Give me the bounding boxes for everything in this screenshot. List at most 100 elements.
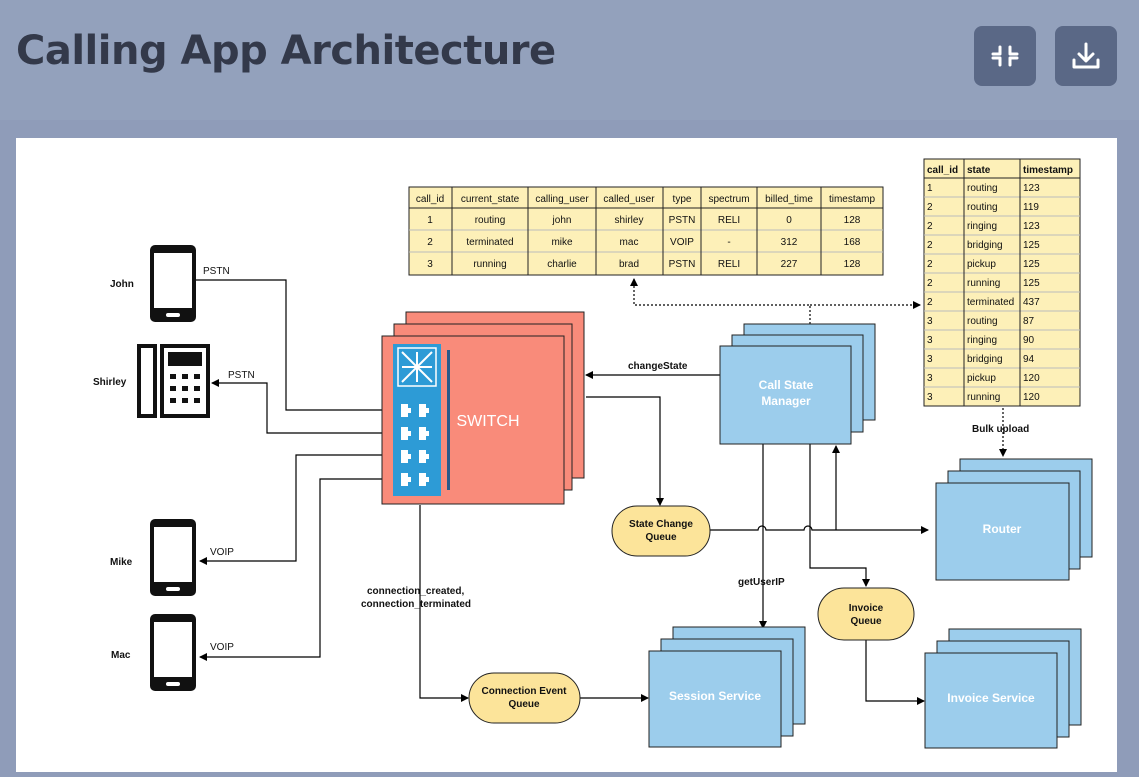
- diagram-canvas: call_id current_state calling_user calle…: [16, 138, 1117, 772]
- calls-cell: 312: [781, 237, 798, 248]
- call-state-to-calls-table-dotted: [630, 278, 811, 324]
- calls-cell: RELI: [718, 215, 740, 226]
- state-cell: 1: [927, 183, 933, 194]
- calls-cell: routing: [475, 215, 506, 226]
- calls-cell: PSTN: [669, 215, 696, 226]
- state-cell: 87: [1023, 316, 1035, 327]
- state-cell: routing: [967, 183, 998, 194]
- state-cell: 2: [927, 297, 933, 308]
- state-cell: 120: [1023, 373, 1040, 384]
- shirley-connector: [211, 379, 398, 434]
- state-change-queue-label: State Change: [629, 519, 693, 530]
- user-label-john: John: [110, 279, 134, 290]
- switch-crossbar-icon: [397, 347, 437, 387]
- session-service-label: Session Service: [669, 689, 761, 703]
- calls-cell: mike: [551, 237, 573, 248]
- calls-cell: shirley: [615, 215, 644, 226]
- state-cell: bridging: [967, 240, 1003, 251]
- collapse-icon: [991, 45, 1019, 67]
- voip-label: VOIP: [210, 547, 234, 558]
- calls-cell: mac: [620, 237, 639, 248]
- invoice-queue-to-service-arrow: [865, 640, 925, 705]
- state-change-queue: State Change Queue: [611, 505, 711, 557]
- calls-cell: 1: [427, 215, 433, 226]
- switch-node: SWITCH: [381, 311, 585, 505]
- state-cell: 2: [927, 278, 933, 289]
- state-change-queue-label: Queue: [645, 532, 677, 543]
- call-state-manager-label: Manager: [761, 394, 811, 408]
- state-header-cell: state: [967, 165, 991, 176]
- calls-header-cell: called_user: [603, 194, 655, 205]
- header-bar: Calling App Architecture: [0, 0, 1139, 120]
- state-cell: 3: [927, 354, 933, 365]
- user-label-shirley: Shirley: [93, 377, 127, 388]
- calls-cell: 2: [427, 237, 433, 248]
- calls-cell: terminated: [466, 237, 513, 248]
- state-queue-to-router-arrow: [710, 525, 929, 534]
- connection-event-queue: Connection Event Queue: [468, 672, 581, 724]
- state-header-cell: call_id: [927, 165, 958, 176]
- state-cell: 120: [1023, 392, 1040, 403]
- state-cell: 3: [927, 335, 933, 346]
- download-button[interactable]: [1055, 26, 1117, 86]
- state-cell: ringing: [967, 335, 997, 346]
- pstn-label: PSTN: [203, 266, 230, 277]
- calls-cell: PSTN: [669, 259, 696, 270]
- state-cell: pickup: [967, 373, 996, 384]
- state-cell: 123: [1023, 221, 1040, 232]
- collapse-button[interactable]: [974, 26, 1036, 86]
- get-user-ip-label: getUserIP: [738, 577, 785, 588]
- switch-port-icons: [401, 404, 429, 486]
- calls-table: call_id current_state calling_user calle…: [408, 186, 884, 276]
- state-cell: 3: [927, 373, 933, 384]
- calls-header-cell: type: [673, 194, 692, 205]
- john-connector: [196, 279, 393, 414]
- calls-header-cell: timestamp: [829, 194, 876, 205]
- pstn-label: PSTN: [228, 370, 255, 381]
- calls-header-cell: call_id: [416, 194, 444, 205]
- invoice-service-node: Invoice Service: [924, 628, 1082, 749]
- state-table: call_id state timestamp 1 routing 123 2 …: [923, 158, 1081, 407]
- calls-header-cell: calling_user: [535, 194, 589, 205]
- state-cell: 3: [927, 316, 933, 327]
- state-cell: 94: [1023, 354, 1035, 365]
- invoice-service-label: Invoice Service: [947, 691, 1035, 705]
- calls-cell: 128: [844, 259, 861, 270]
- state-cell: bridging: [967, 354, 1003, 365]
- user-label-mike: Mike: [110, 557, 133, 568]
- call-state-manager-node: Call State Manager: [719, 323, 876, 445]
- call-state-to-invoice-queue-arrow: [809, 444, 870, 587]
- connection-events-label: connection_terminated: [361, 599, 471, 610]
- state-cell: routing: [967, 316, 998, 327]
- download-icon: [1072, 42, 1100, 69]
- call-state-manager-label: Call State: [759, 378, 814, 392]
- calls-cell: charlie: [547, 259, 577, 270]
- calls-cell: brad: [619, 259, 639, 270]
- invoice-queue-label: Invoice: [849, 603, 884, 614]
- calls-cell: 0: [786, 215, 792, 226]
- mac-connector: [199, 478, 398, 661]
- architecture-diagram: call_id current_state calling_user calle…: [93, 158, 1093, 749]
- change-state-label: changeState: [628, 361, 688, 372]
- connection-event-queue-label: Queue: [508, 699, 540, 710]
- calls-cell: 3: [427, 259, 433, 270]
- calls-cell: 128: [844, 215, 861, 226]
- calls-cell: 227: [781, 259, 798, 270]
- user-label-mac: Mac: [111, 650, 131, 661]
- invoice-queue: Invoice Queue: [817, 587, 915, 641]
- state-cell: running: [967, 278, 1000, 289]
- state-cell: 125: [1023, 259, 1040, 270]
- connection-events-label: connection_created,: [367, 586, 464, 597]
- state-cell: 2: [927, 202, 933, 213]
- state-cell: 125: [1023, 240, 1040, 251]
- calls-cell: -: [727, 237, 730, 248]
- state-cell: 125: [1023, 278, 1040, 289]
- switch-to-state-queue-arrow: [586, 396, 664, 506]
- state-cell: terminated: [967, 297, 1014, 308]
- calls-header-cell: current_state: [461, 194, 520, 205]
- mobile-phone-icon: [150, 614, 196, 691]
- state-cell: running: [967, 392, 1000, 403]
- mobile-phone-icon: [150, 519, 196, 596]
- state-cell: 90: [1023, 335, 1035, 346]
- calls-cell: RELI: [718, 259, 740, 270]
